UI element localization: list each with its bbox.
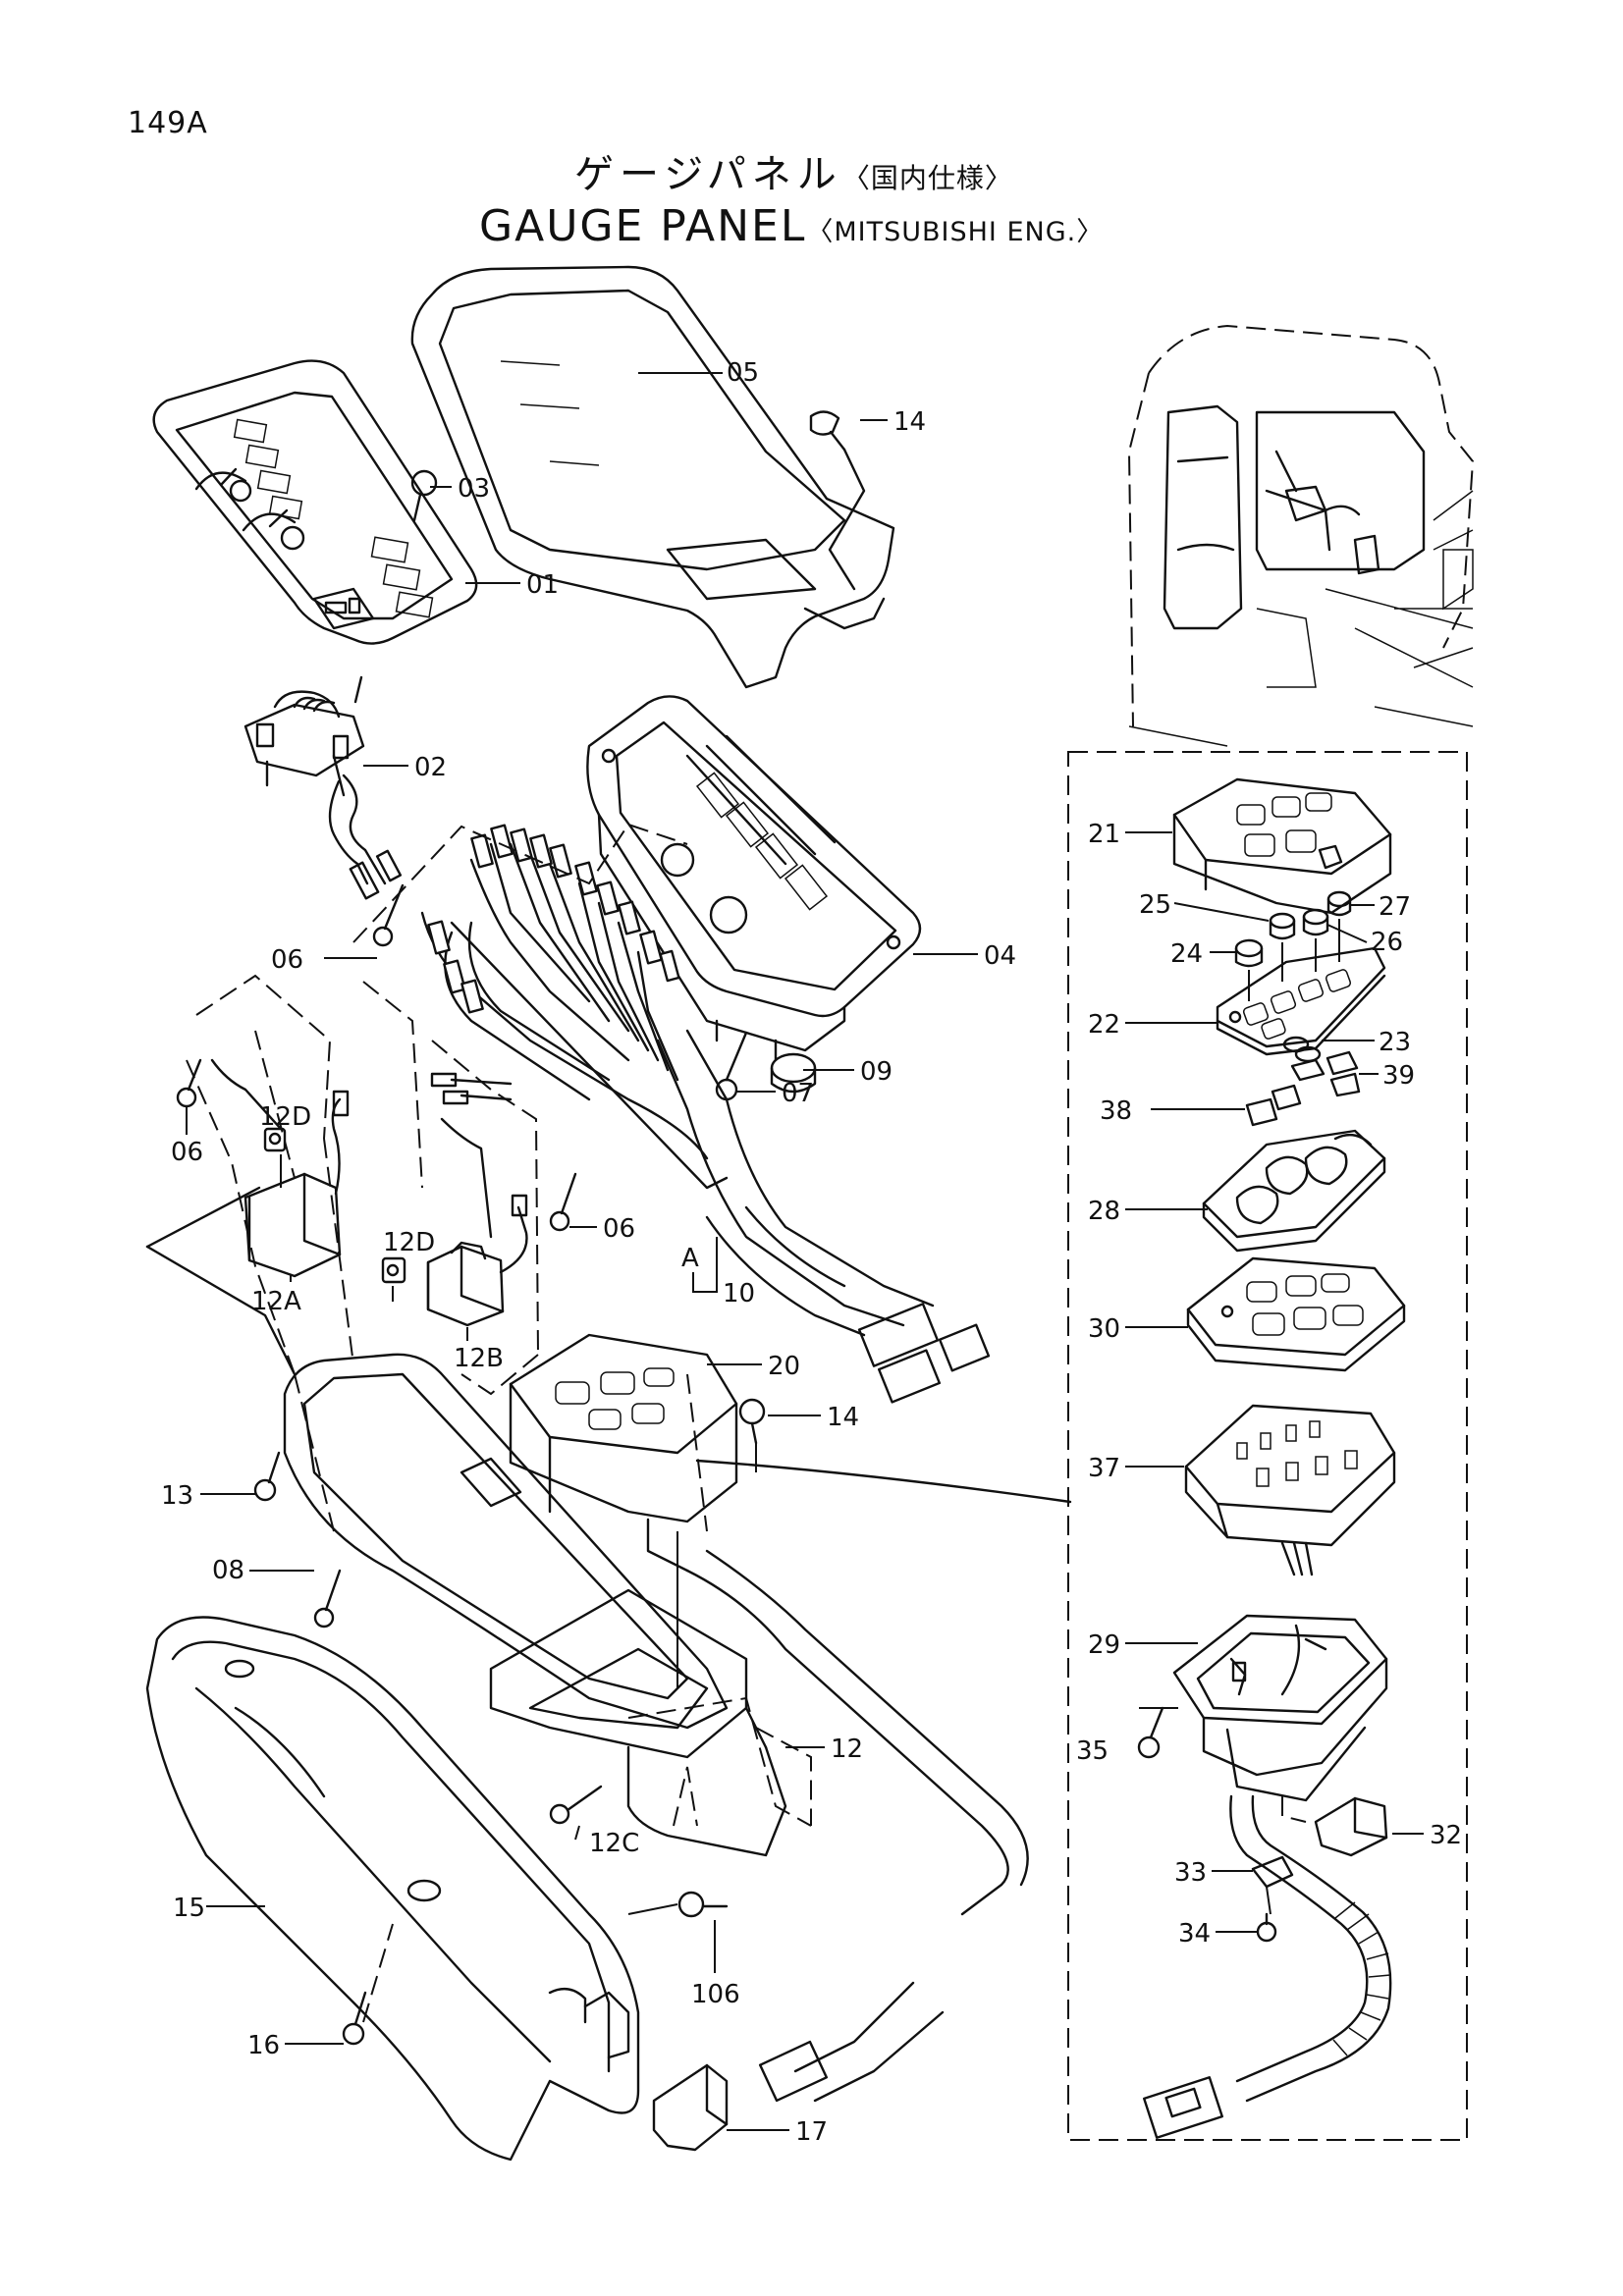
label-33: 33 [1174, 1858, 1207, 1888]
part-13-trim-frame [283, 1353, 729, 1730]
label-106: 106 [691, 1980, 740, 2009]
part-02-gauge-unit [243, 675, 403, 900]
title-japanese: ゲージパネル〈国内仕様〉 [574, 142, 1013, 199]
label-01: 01 [526, 570, 559, 600]
label-06c: 06 [603, 1214, 635, 1244]
label-12Db: 12D [383, 1228, 435, 1257]
part-12Da-clip [263, 1127, 287, 1152]
screw-35 [1137, 1706, 1178, 1759]
title-english: GAUGE PANEL〈MITSUBISHI ENG.〉 [479, 201, 1104, 251]
label-37: 37 [1088, 1454, 1120, 1483]
label-06b: 06 [171, 1138, 203, 1167]
label-02: 02 [414, 753, 447, 782]
label-12: 12 [831, 1735, 863, 1764]
part-12-bracket [489, 1531, 812, 1857]
label-39: 39 [1382, 1061, 1415, 1091]
screw-12C [549, 1785, 603, 1825]
assembly-dash-lines [186, 823, 812, 2023]
callout-leaders [186, 372, 1424, 2131]
part-29-base-case [1172, 1614, 1388, 1802]
label-20: 20 [768, 1352, 800, 1381]
label-30: 30 [1088, 1314, 1120, 1344]
part-32-connector-cap [1281, 1796, 1388, 1857]
title-japanese-main: ゲージパネル [574, 152, 842, 197]
part-22-switch-board [1216, 946, 1386, 1056]
label-12B: 12B [454, 1344, 504, 1373]
label-27: 27 [1379, 892, 1411, 922]
part-37-pcb-module [1184, 1404, 1396, 1576]
part-17-cover [583, 1991, 729, 2152]
label-14a: 14 [893, 407, 926, 437]
label-14b: 14 [827, 1403, 859, 1432]
label-10: 10 [723, 1279, 755, 1308]
screw-03 [410, 469, 438, 522]
label-05: 05 [727, 358, 759, 388]
label-23: 23 [1379, 1028, 1411, 1057]
part-12B-relay [426, 1194, 528, 1327]
title-japanese-sub: 〈国内仕様〉 [841, 162, 1013, 194]
switch-assembly-frame [1067, 751, 1468, 2141]
label-03: 03 [458, 474, 490, 504]
label-34: 34 [1178, 1919, 1211, 1949]
part-30-switch-plate [1186, 1256, 1406, 1372]
part-33-clamp [1251, 1855, 1294, 1915]
screw-14-lower [738, 1398, 766, 1472]
label-13: 13 [161, 1481, 193, 1511]
screw-106 [677, 1891, 729, 1918]
label-08: 08 [212, 1556, 244, 1585]
part-09-cap [770, 1052, 817, 1094]
screw-06-left [176, 1058, 202, 1108]
part-27-knob [1326, 890, 1352, 962]
part-20-gauge-block [509, 1333, 1072, 2103]
part-24-knob [1234, 938, 1264, 1001]
label-26: 26 [1371, 928, 1403, 957]
part-10-wire-harness [420, 824, 991, 1404]
part-15-lower-cover [145, 1616, 640, 2162]
title-english-main: GAUGE PANEL [479, 201, 807, 251]
label-04: 04 [984, 941, 1016, 971]
screw-16 [342, 1991, 367, 2046]
label-12C: 12C [589, 1829, 639, 1858]
label-16: 16 [247, 2031, 280, 2060]
part-28-rubber-seal [1202, 1129, 1386, 1253]
part-04-gauge-housing [586, 695, 922, 1062]
label-32: 32 [1430, 1821, 1462, 1850]
screw-13 [253, 1451, 281, 1502]
part-29-lead-wire [1143, 1794, 1392, 2139]
label-35: 35 [1076, 1736, 1109, 1766]
label-22: 22 [1088, 1010, 1120, 1040]
label-17: 17 [795, 2117, 828, 2147]
label-28: 28 [1088, 1197, 1120, 1226]
label-29: 29 [1088, 1630, 1120, 1660]
label-21: 21 [1088, 820, 1120, 849]
title-english-sub: 〈MITSUBISHI ENG.〉 [806, 217, 1105, 247]
label-06a: 06 [271, 945, 303, 975]
part-39-button [1290, 1050, 1361, 1097]
label-15: 15 [173, 1894, 205, 1923]
part-38-button [1245, 1084, 1302, 1127]
label-07: 07 [782, 1079, 814, 1108]
label-A: A [681, 1244, 699, 1273]
callout-labels: 05 14 03 01 02 04 06 09 07 06 12D 12A 12… [161, 358, 1462, 2147]
label-24: 24 [1170, 939, 1203, 969]
page-code: 149A [128, 106, 208, 140]
cab-location-sketch [1127, 324, 1475, 747]
label-25: 25 [1139, 890, 1171, 920]
screw-34 [1256, 1912, 1277, 1943]
part-05-top-cover [410, 265, 895, 689]
part-01-gauge-face-panel [152, 359, 478, 645]
part-26-knob [1302, 908, 1329, 972]
part-12Db-clip [381, 1256, 406, 1284]
label-09: 09 [860, 1057, 893, 1087]
part-21-switch-cover [1172, 777, 1392, 915]
label-38: 38 [1100, 1096, 1132, 1126]
screw-06-mid [549, 1172, 577, 1232]
label-12Da: 12D [259, 1102, 311, 1132]
part-25-knob [1269, 912, 1296, 982]
screw-08 [313, 1569, 342, 1629]
label-12A: 12A [251, 1287, 301, 1316]
screw-14-upper [809, 410, 866, 591]
